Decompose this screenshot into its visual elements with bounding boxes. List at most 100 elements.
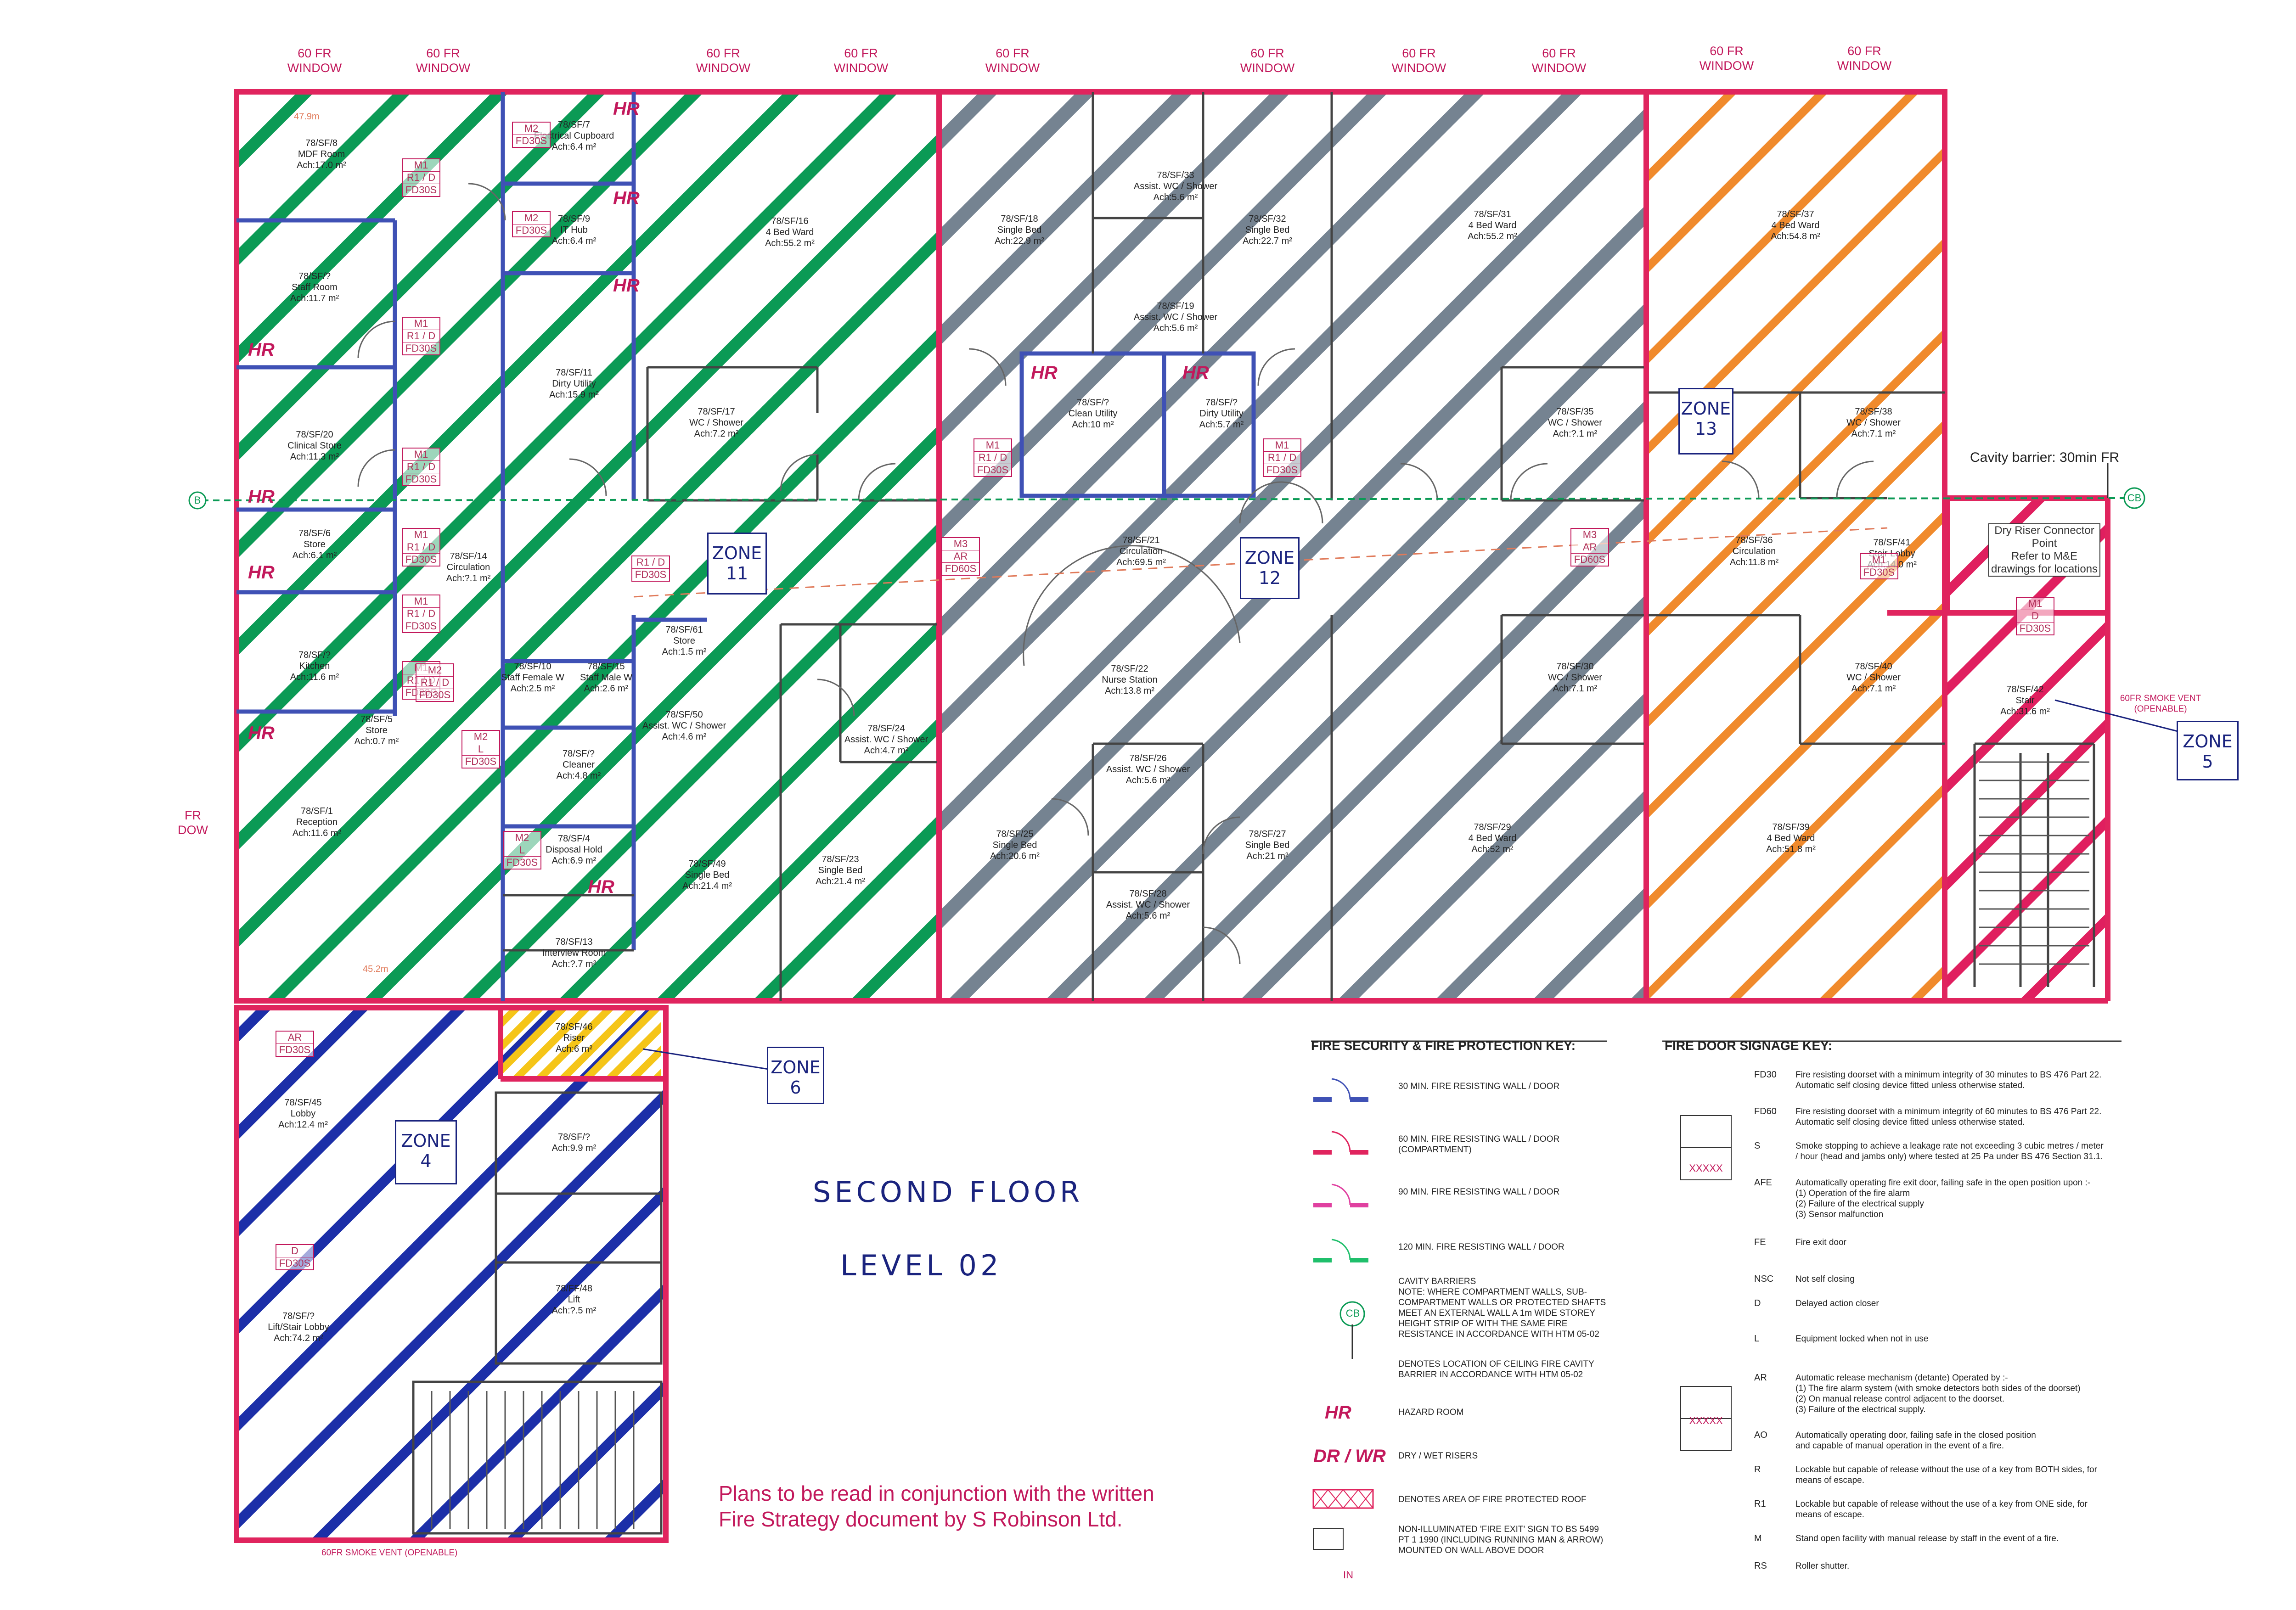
zone-label: ZONE 12 [1240, 537, 1300, 599]
dimension-top: 47.9m [294, 112, 320, 122]
room-label: 78/SF/35 WC / Shower Ach:?.1 m² [1548, 407, 1602, 439]
door-tag-line: AR [942, 550, 979, 562]
door-tag-line: FD30S [416, 689, 453, 701]
room-label: 78/SF/? Ach:9.9 m² [551, 1132, 597, 1153]
door-key-text: Automatically operating door, failing sa… [1795, 1430, 2036, 1451]
room-label: 78/SF/13 Interview Room Ach:?.7 m² [542, 937, 606, 969]
zone-6-leader [642, 1048, 772, 1071]
door-tag-line: R1 / D [403, 541, 439, 553]
zone-label: ZONE 13 [1678, 388, 1733, 454]
zone-13-hatch [1649, 94, 1947, 1001]
door-tag-line: M2 [515, 832, 529, 843]
b-label-left: B [194, 494, 201, 506]
room-label: 78/SF/? Staff Room Ach:11.7 m² [290, 271, 339, 303]
cavity-barrier-line [202, 497, 2131, 501]
internal-fr30-walls [236, 92, 1256, 1001]
door-tag-line: FD30S [276, 1257, 313, 1269]
dry-riser-label: Dry Riser Connector Point Refer to M&E d… [1988, 523, 2100, 577]
room-label: 78/SF/? Cleaner Ach:4.8 m² [556, 749, 601, 781]
door-key-text: Delayed action closer [1795, 1299, 1879, 1308]
room-label: 78/SF/27 Single Bed Ach:21 m² [1245, 829, 1290, 861]
hazard-room-label: HR [613, 99, 640, 119]
door-tag-line: FD30S [403, 553, 439, 566]
door-key-title: FIRE DOOR SIGNAGE KEY: [1665, 1038, 1833, 1053]
window-label: 60 FR WINDOW [1531, 46, 1587, 75]
door-tag-line: R1 / D [1264, 451, 1300, 464]
door-key-text: Lockable but capable of release without … [1795, 1465, 2097, 1485]
door-key-code: FD60 [1754, 1106, 1777, 1116]
room-label: 78/SF/25 Single Bed Ach:20.6 m² [990, 829, 1040, 861]
window-label: 60 FR WINDOW [833, 46, 889, 75]
door-key-code: S [1754, 1141, 1761, 1151]
fire-strategy-note: Plans to be read in conjunction with the… [719, 1481, 1154, 1531]
zone-11-hatch [236, 94, 937, 1001]
room-label: 78/SF/45 Lobby Ach:12.4 m² [278, 1098, 328, 1130]
door-tag-line: M2 [524, 123, 539, 134]
room-label: 78/SF/46 Riser Ach:6 m² [555, 1022, 593, 1054]
door-tag-line: M1 [414, 159, 428, 171]
fire-key-swatches [1311, 1040, 2122, 1550]
smoke-vent-bottom-label: 60FR SMOKE VENT (OPENABLE) [321, 1548, 458, 1558]
cb-circle-left [188, 491, 207, 510]
window-label: 60 FR WINDOW [1391, 46, 1446, 75]
door-tag-line: R1 / D [416, 676, 453, 689]
stair-treads [431, 761, 2089, 1529]
room-label: 78/SF/33 Assist. WC / Shower Ach:5.6 m² [1133, 170, 1218, 202]
fire-key-item: 120 MIN. FIRE RESISTING WALL / DOOR [1398, 1242, 1564, 1252]
door-key-text: Stand open facility with manual release … [1795, 1534, 2059, 1543]
smoke-vent-right-label: 60FR SMOKE VENT (OPENABLE) [2120, 694, 2201, 714]
door-key-code: FD30 [1754, 1070, 1777, 1080]
door-tag-line: D [291, 1245, 298, 1257]
fire-key-item: 90 MIN. FIRE RESISTING WALL / DOOR [1398, 1187, 1560, 1197]
door-key-text: Fire exit door [1795, 1238, 1846, 1247]
in-key-symbol: IN [1343, 1569, 1353, 1581]
door-tag-line: AR [1571, 541, 1608, 553]
door-key-text: Lockable but capable of release without … [1795, 1499, 2088, 1520]
door-key-code: AO [1754, 1430, 1767, 1440]
hazard-room-label: HR [1031, 363, 1058, 383]
door-tag-line: FD30S [403, 620, 439, 632]
zone-6-hatch [503, 1008, 661, 1077]
door-tag-line: R1 / D [636, 556, 665, 568]
handwritten-level: LEVEL 02 [840, 1249, 1002, 1282]
fire-key-item: DENOTES LOCATION OF CEILING FIRE CAVITY … [1398, 1359, 1594, 1380]
door-tag-line: R1 / D [403, 460, 439, 473]
door-tag-line: M1 [985, 439, 1000, 451]
room-label: 78/SF/9 IT Hub Ach:6.4 m² [551, 214, 597, 246]
hazard-room-label: HR [1182, 363, 1209, 383]
hazard-room-label: HR [613, 275, 640, 296]
room-label: 78/SF/30 WC / Shower Ach:7.1 m² [1548, 662, 1602, 694]
room-label: 78/SF/49 Single Bed Ach:21.4 m² [682, 859, 732, 891]
fire-key-item: NON-ILLUMINATED 'FIRE EXIT' SIGN TO BS 5… [1398, 1525, 1604, 1555]
room-label: 78/SF/39 4 Bed Ward Ach:51.8 m² [1766, 822, 1816, 854]
door-tag-line: M1 [414, 529, 428, 540]
door-tag-line: R1 / D [403, 607, 439, 620]
door-tag-line: FD30S [462, 755, 499, 768]
room-label: 78/SF/38 WC / Shower Ach:7.1 m² [1846, 407, 1901, 439]
door-key-text: Fire resisting doorset with a minimum in… [1795, 1070, 2102, 1090]
left-window-label: FR DOW [178, 808, 208, 837]
room-label: 78/SF/19 Assist. WC / Shower Ach:5.6 m² [1133, 301, 1218, 333]
room-label: 78/SF/20 Clinical Store Ach:11.3 m² [287, 430, 342, 462]
door-tag-line: M3 [1582, 529, 1597, 540]
room-label: 78/FF/48 Lift Ach:?.5 m² [551, 1284, 597, 1316]
drwr-key-symbol: DR / WR [1313, 1446, 1386, 1466]
room-label: 78/SF/36 Circulation Ach:11.8 m² [1729, 535, 1779, 567]
room-label: 78/SF/50 Assist. WC / Shower Ach:4.6 m² [642, 710, 726, 742]
fire-key-title: FIRE SECURITY & FIRE PROTECTION KEY: [1311, 1038, 1576, 1053]
room-label: 78/SF/32 Single Bed Ach:22.7 m² [1243, 214, 1292, 246]
window-label: 60 FR WINDOW [1837, 44, 1892, 73]
zone-label: ZONE 5 [2177, 721, 2239, 780]
door-tag-line: M3 [953, 538, 968, 550]
room-label: 78/SF/14 Circulation Ach:?.1 m² [446, 551, 491, 583]
door-key-text: Equipment locked when not in use [1795, 1334, 1929, 1344]
hazard-room-label: HR [248, 562, 275, 583]
room-label: 78/SF/29 4 Bed Ward Ach:52 m² [1468, 822, 1517, 854]
